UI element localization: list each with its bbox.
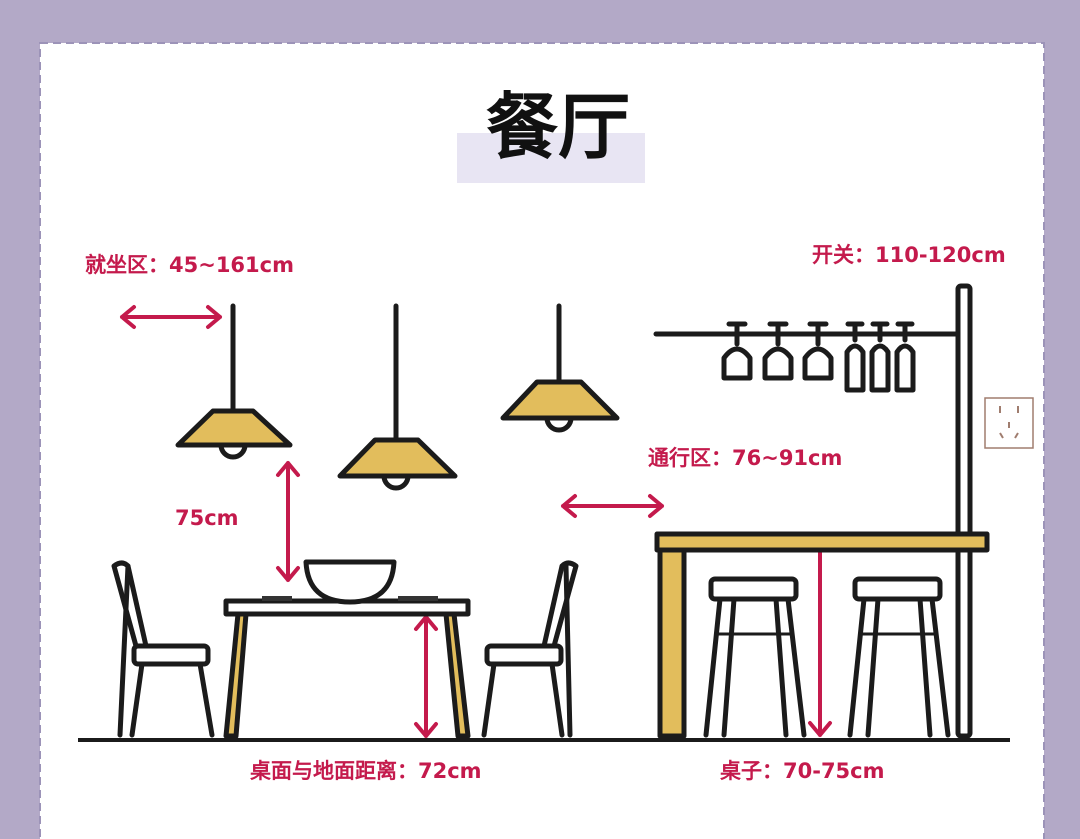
pendant-lamp-icon — [500, 303, 620, 433]
lamp-to-table-label: 75cm — [175, 506, 239, 530]
bottle-icon — [844, 321, 866, 393]
page-title: 餐厅 — [486, 85, 630, 169]
bar-table-label: 桌子：70-75cm — [720, 759, 885, 783]
table-height-arrow-icon — [414, 615, 438, 738]
dining-table-icon — [223, 596, 471, 739]
chair-icon — [481, 560, 579, 738]
seating-arrow-icon — [120, 305, 222, 329]
wine-glass-icon — [802, 321, 834, 381]
passage-zone-label: 通行区：76~91cm — [648, 446, 842, 470]
bottle-icon — [894, 321, 916, 393]
switch-height-label: 开关：110-120cm — [812, 243, 1006, 267]
bottle-icon — [869, 321, 891, 393]
wine-glass-icon — [762, 321, 794, 381]
lamp-height-arrow-icon — [276, 461, 300, 582]
pendant-lamp-icon — [175, 303, 293, 460]
bar-stool-icon — [847, 576, 951, 738]
title-highlight — [457, 133, 645, 183]
bar-stool-icon — [703, 576, 807, 738]
bowl-icon — [303, 559, 397, 605]
table-to-floor-label: 桌面与地面距离：72cm — [250, 759, 482, 783]
wall-socket-icon — [984, 397, 1034, 449]
seating-zone-label: 就坐区：45~161cm — [85, 253, 294, 277]
bar-counter-icon — [654, 283, 990, 739]
passage-arrow-icon — [561, 494, 664, 518]
chair-icon — [111, 560, 215, 738]
pendant-lamp-icon — [337, 303, 458, 491]
wine-glass-icon — [721, 321, 753, 381]
